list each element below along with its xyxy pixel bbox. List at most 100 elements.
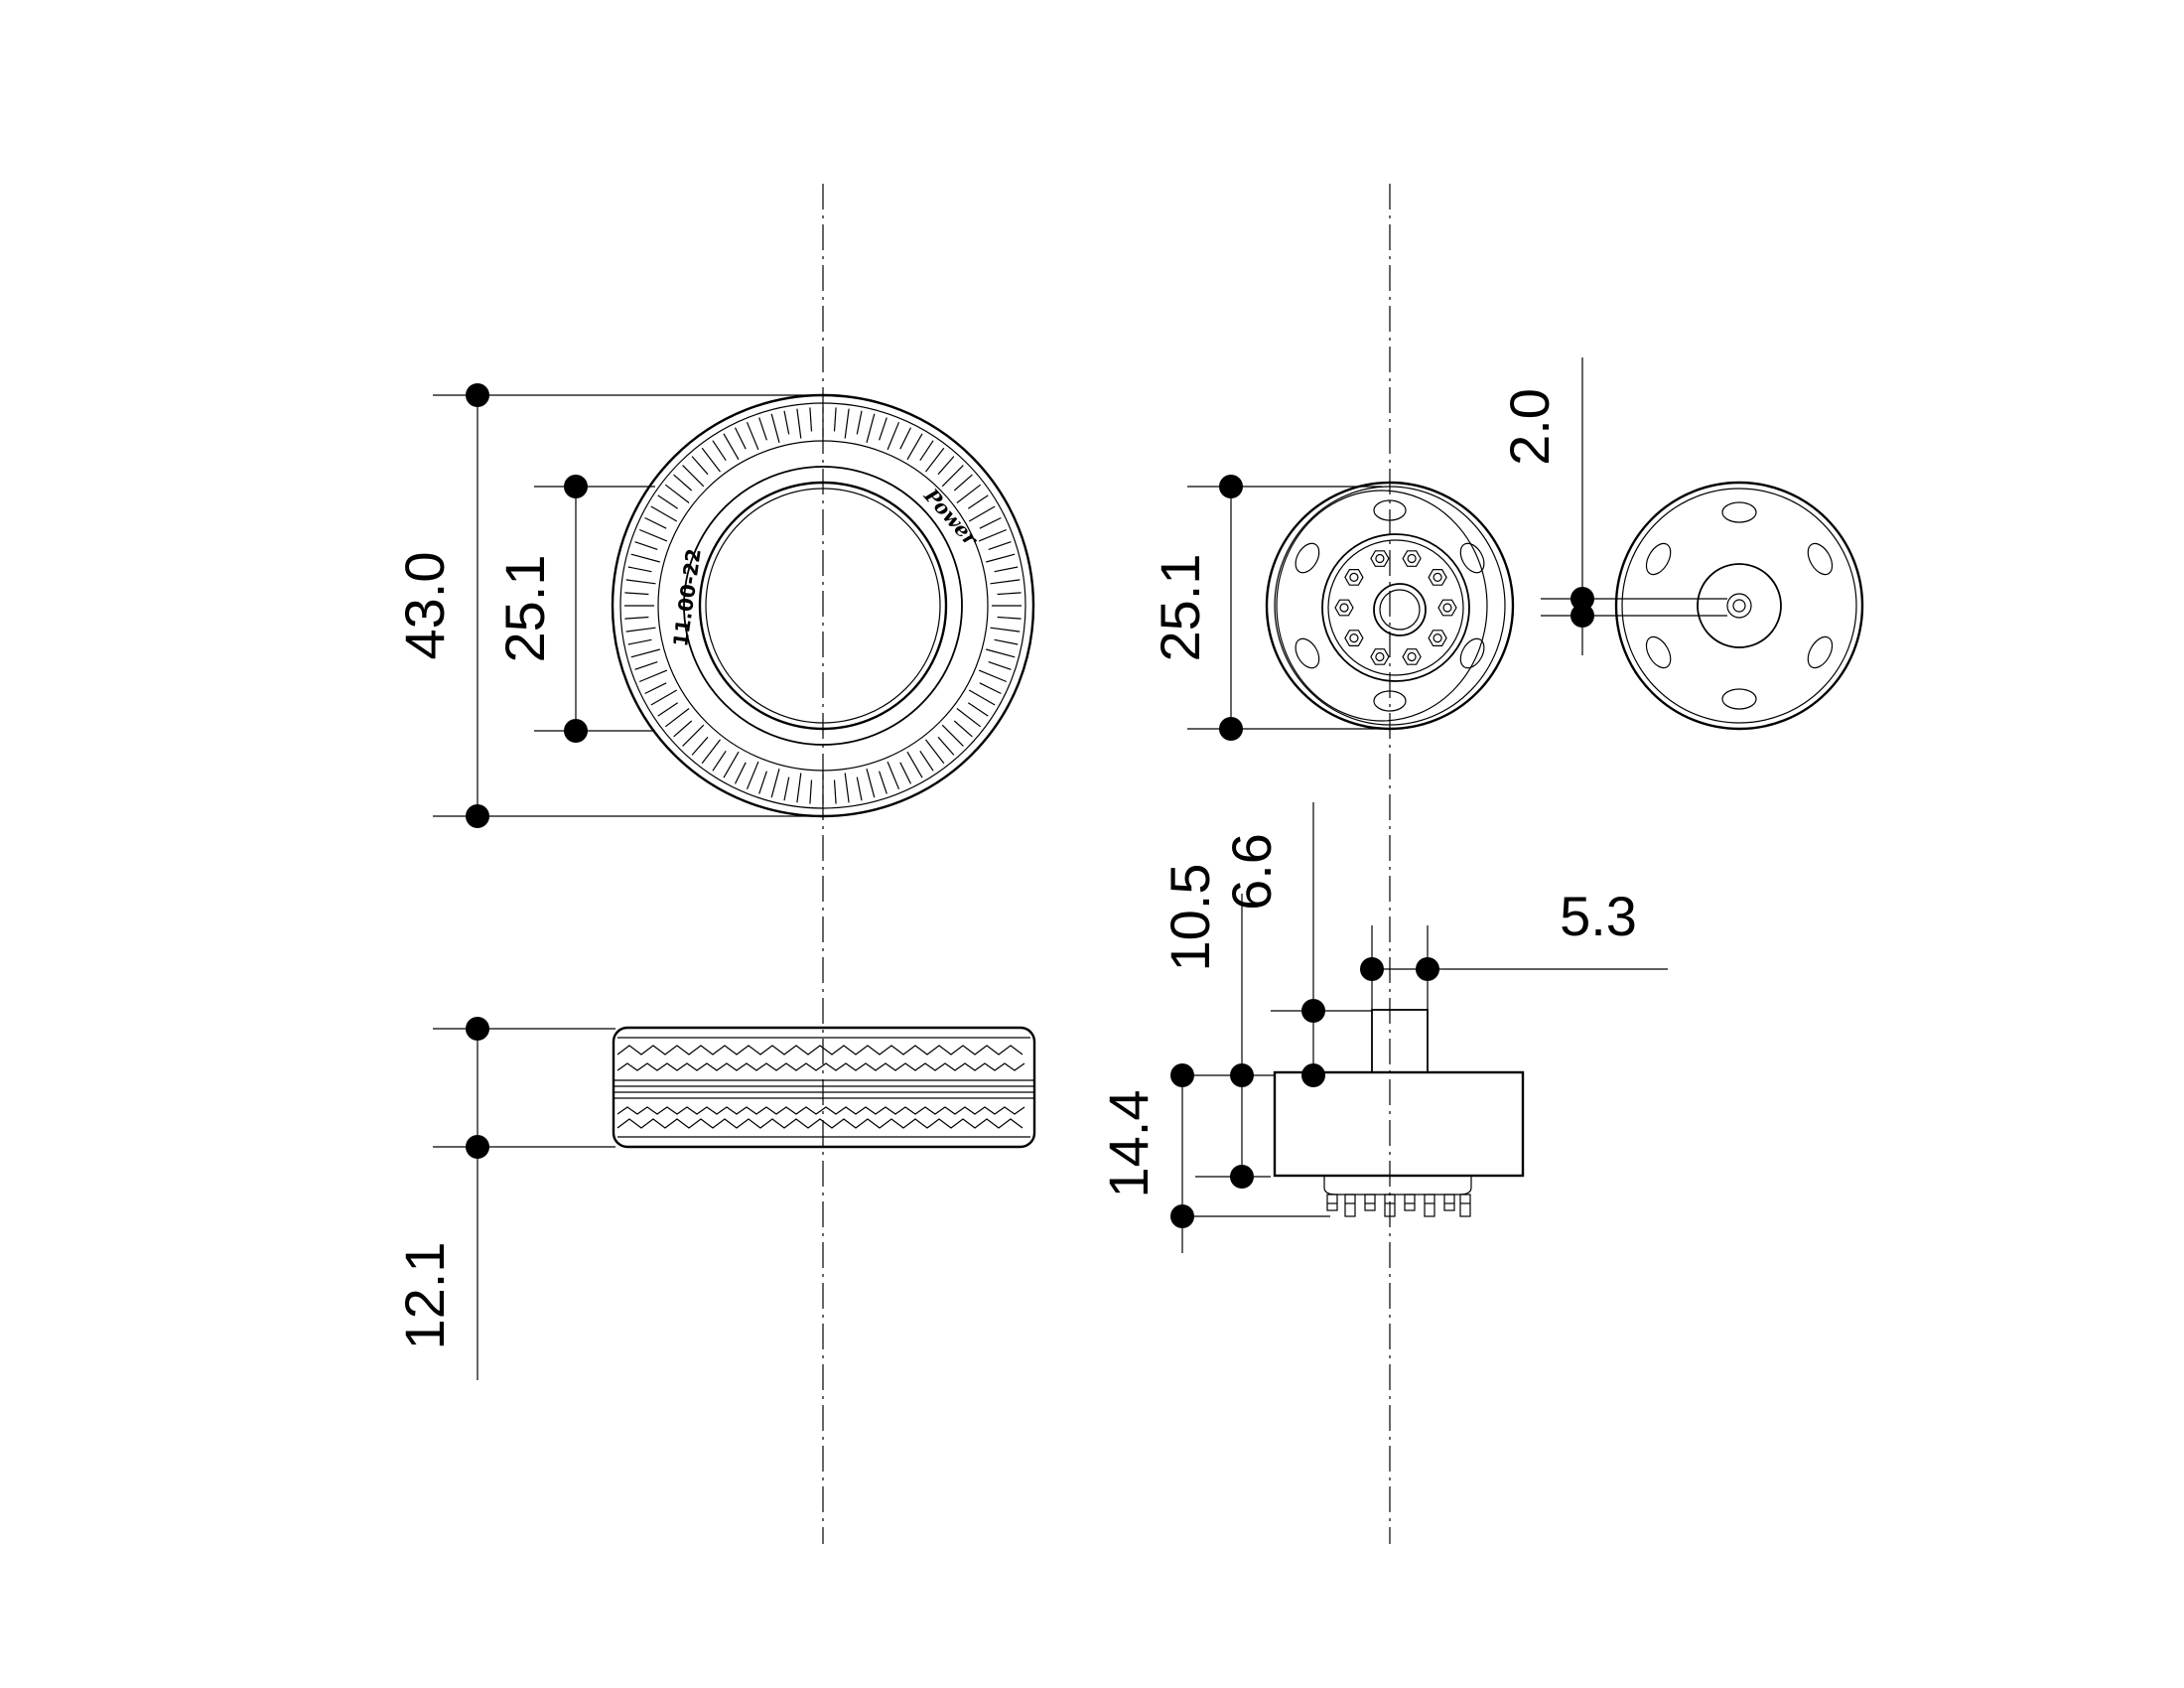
tread-lug — [758, 771, 767, 794]
back-vent-hole — [1807, 542, 1834, 576]
tread-lug — [937, 736, 955, 756]
tread-lug — [879, 771, 887, 794]
tread-lug — [758, 417, 767, 441]
lug-nut — [1370, 648, 1390, 665]
tread-lug — [691, 736, 709, 756]
tread-lug — [941, 724, 964, 747]
lug-nut — [1402, 550, 1422, 567]
tread-lug — [746, 421, 759, 451]
tread-lug — [712, 440, 727, 462]
tire-side-view — [612, 1026, 1036, 1149]
lug-stud — [1459, 1194, 1471, 1217]
tread-lug — [638, 669, 668, 683]
tread-lug — [682, 724, 705, 747]
wheel-back-view — [1614, 481, 1864, 731]
lug-nut-center — [1349, 572, 1359, 583]
tread-lug — [866, 769, 876, 798]
lug-nut-center — [1433, 633, 1442, 643]
tread-lug — [906, 433, 923, 461]
wheel-lug-nuts — [1334, 550, 1457, 665]
tread-lug — [919, 440, 934, 462]
lug-stud — [1404, 1194, 1416, 1211]
tread-lug — [809, 407, 813, 432]
tread-lug — [879, 417, 887, 441]
tread-lug — [899, 427, 912, 450]
tread-lug — [887, 421, 900, 451]
tread-lug — [734, 427, 747, 450]
tread-lug — [625, 627, 656, 633]
dim-rim-height-label: 10.5 — [1159, 864, 1221, 972]
tread-lug — [953, 474, 973, 492]
tread-lug — [746, 761, 759, 790]
wheel-vent-holes — [1295, 499, 1485, 712]
dim-wheel-diameter-label: 25.1 — [1149, 554, 1211, 662]
lug-nut-center — [1349, 633, 1359, 643]
dim-wheel-total-width: 14.4 — [1097, 1063, 1330, 1253]
back-vent-hole — [1645, 542, 1672, 576]
tread-lug — [650, 505, 678, 522]
tread-lug — [925, 447, 945, 473]
vent-hole — [1295, 542, 1320, 574]
tread-lug — [783, 410, 790, 435]
lug-nut — [1428, 630, 1447, 647]
lug-nut — [1334, 599, 1354, 617]
vent-hole — [1373, 499, 1407, 521]
tread-lug — [644, 516, 667, 529]
tread-lug — [997, 616, 1022, 620]
dim-tire-inner-diameter-label: 25.1 — [493, 555, 556, 663]
lug-nut — [1428, 568, 1447, 586]
lug-nut — [1402, 648, 1422, 665]
back-vent-hole — [1721, 688, 1757, 710]
tread-lug — [701, 739, 721, 765]
tread-lug — [856, 776, 863, 801]
wheel-front-view — [1265, 481, 1515, 731]
tread-lug — [988, 541, 1012, 550]
vent-hole — [1373, 690, 1407, 712]
lug-nut-center — [1375, 651, 1385, 662]
dim-tire-outer-diameter-label: 43.0 — [393, 552, 456, 660]
tread-lug — [630, 648, 660, 658]
tread-lug — [627, 566, 652, 573]
lug-stud — [1424, 1194, 1435, 1217]
tread-lug — [624, 592, 649, 596]
tread-lug — [925, 739, 945, 765]
tread-lug — [833, 407, 837, 432]
tread-lug — [979, 682, 1002, 695]
tread-lug — [997, 592, 1022, 596]
lug-nut-center — [1407, 651, 1417, 662]
tread-lug — [899, 762, 912, 784]
tread-lug — [638, 528, 668, 542]
tread-lug — [994, 638, 1019, 645]
tread-lug — [734, 762, 747, 784]
lug-stud — [1344, 1194, 1356, 1217]
tread-lug — [856, 410, 863, 435]
tread-lug — [956, 484, 982, 503]
vent-hole — [1295, 637, 1320, 669]
tread-lug — [650, 689, 678, 706]
vent-hole — [1459, 542, 1485, 574]
tread-lug — [968, 689, 996, 706]
lug-nut-center — [1442, 603, 1452, 613]
back-vent-hole — [1807, 635, 1834, 669]
tread-lug — [986, 648, 1016, 658]
tread-lug — [990, 627, 1021, 633]
tread-lug — [673, 474, 693, 492]
tread-lug — [953, 720, 973, 738]
tread-lug — [986, 553, 1016, 563]
tread-lug — [657, 494, 679, 509]
tread-lug — [994, 566, 1019, 573]
dim-wheel-diameter: 25.1 — [1149, 475, 1382, 741]
tread-lug — [967, 494, 989, 509]
tread-lug — [866, 413, 876, 443]
tread-lug — [664, 484, 690, 503]
lug-nut — [1370, 550, 1390, 567]
lug-nut-center — [1407, 553, 1417, 564]
lug-nut — [1344, 630, 1364, 647]
tread-lug — [906, 751, 923, 778]
tread-lug — [664, 708, 690, 728]
tread-lug — [634, 541, 658, 550]
dim-axle-width-label: 5.3 — [1560, 885, 1637, 947]
lug-nut-center — [1339, 603, 1349, 613]
tread-lug — [634, 661, 658, 670]
